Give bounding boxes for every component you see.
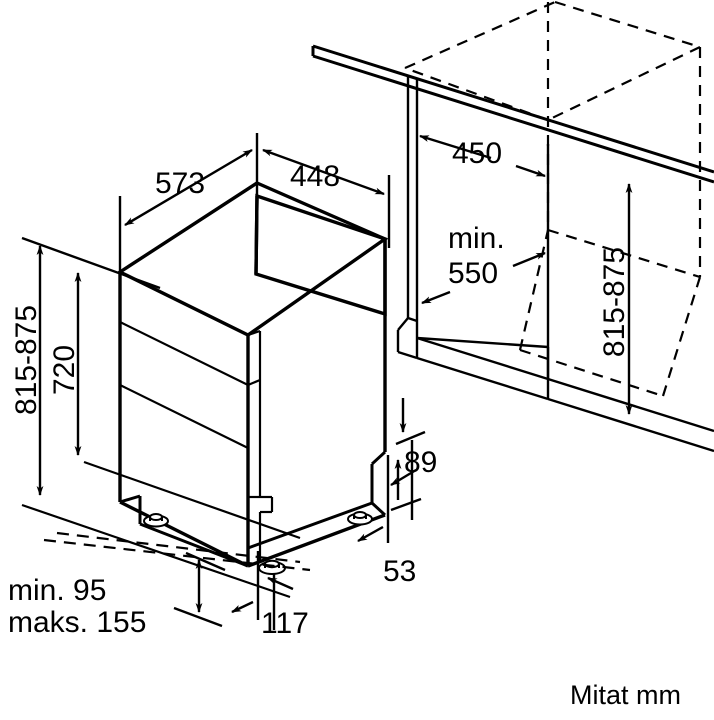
label-89: 89 (404, 446, 437, 479)
floor-reference-lines (21, 460, 311, 599)
dim-448 (262, 148, 391, 248)
label-53: 53 (383, 555, 416, 588)
worktop-slab (311, 44, 714, 184)
label-573: 573 (155, 167, 205, 200)
label-448: 448 (290, 160, 340, 193)
label-117: 117 (261, 607, 309, 640)
diagram-geometry (21, 0, 714, 630)
cabinet-side-panel (396, 76, 419, 360)
label-min-550-line1: min. (448, 222, 505, 255)
appliance-panel-seams (119, 321, 249, 449)
dim-450 (419, 134, 546, 178)
dashed-niche-box (404, 0, 702, 279)
dim-89 (390, 398, 426, 520)
dim-min-550 (421, 251, 546, 305)
adjustable-foot-front (258, 559, 286, 575)
dim-573 (118, 133, 259, 272)
label-815-875-right: 815-875 (598, 247, 631, 357)
dashed-niche-lower (518, 229, 702, 398)
label-720: 720 (48, 345, 81, 395)
label-maks-155: maks. 155 (8, 606, 146, 639)
adjustable-foot-right (347, 511, 373, 526)
label-min-550-line2: 550 (448, 257, 498, 290)
dim-117 (231, 551, 294, 630)
dim-815-875-left (21, 236, 161, 496)
niche-outline (416, 144, 714, 453)
appliance-body (254, 193, 387, 317)
label-815-875-left: 815-875 (10, 305, 43, 415)
floor-dashed-guide (56, 531, 301, 564)
adjustable-foot-left (143, 513, 169, 528)
appliance-door-gap (247, 329, 274, 568)
appliance-plinth-right (247, 450, 387, 550)
dim-53 (357, 455, 417, 543)
dimension-labels: 573 448 815-875 720 450 min. 550 815-875… (8, 137, 681, 710)
label-unit-note: Mitat mm (570, 680, 681, 710)
label-450: 450 (452, 137, 502, 170)
appliance-plinth-left (119, 494, 249, 568)
dim-plinth-height (173, 551, 226, 628)
label-min-95: min. 95 (8, 574, 106, 607)
